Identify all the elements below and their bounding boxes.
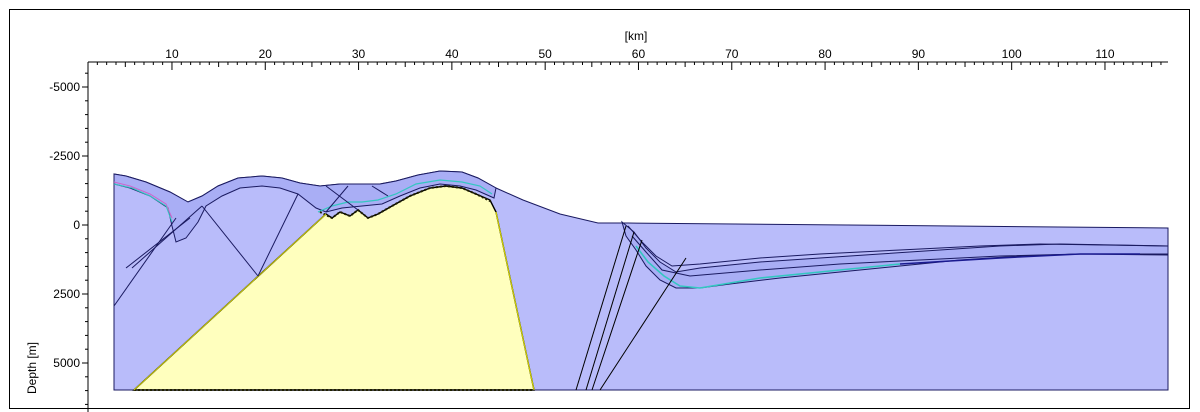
left-sediment-band [113,170,497,243]
y-tick-label: -2500 [49,149,80,163]
x-axis-ticks [87,62,1162,70]
x-tick-label: 30 [352,47,366,61]
x-tick-label: 10 [165,47,179,61]
left-horizon-cyan [113,183,173,223]
x-axis-labels: 10 20 30 40 50 60 70 80 90 100 110 [165,47,1115,61]
right-horizon-cyan [635,245,901,289]
x-tick-label: 70 [725,47,739,61]
fault-mid-2 [325,185,349,213]
fault-left-3 [131,205,203,269]
x-tick-label: 90 [912,47,926,61]
fault-right-2 [585,231,635,391]
fault-right-4 [599,257,687,391]
fault-right-1 [575,225,627,391]
x-tick-label: 80 [818,47,832,61]
fault-right-3 [591,239,643,391]
x-tick-label: 110 [1095,47,1114,61]
fault-mid-3 [371,185,389,197]
basement-right-edge [495,211,535,391]
y-tick-label: -5000 [49,80,80,94]
y-axis-ticks [82,72,88,405]
x-tick-label: 20 [259,47,273,61]
x-tick-label: 60 [632,47,646,61]
y-tick-label: 2500 [53,287,80,301]
fault-mid-1 [325,185,359,211]
y-axis-labels: -5000 -2500 0 2500 5000 [49,80,80,370]
upper-horizon-cyan [317,179,493,213]
basement-top-dotted [319,184,493,220]
fault-left-1 [113,217,177,307]
x-axis-unit-label: [km] [625,29,648,43]
fault-left-5 [257,193,299,277]
left-horizon-magenta [113,181,173,219]
fault-left-4 [201,205,259,277]
y-tick-label: 5000 [53,356,80,370]
y-axis-title: Depth [m] [25,342,39,394]
x-tick-label: 100 [1002,47,1022,61]
x-tick-label: 50 [538,47,552,61]
right-horizon-blue [899,253,1140,265]
basement-left-edge [133,213,327,391]
y-tick-label: 0 [73,218,80,232]
right-horizon-2 [631,235,1168,277]
x-tick-label: 40 [445,47,459,61]
right-horizon-1 [627,225,1169,267]
